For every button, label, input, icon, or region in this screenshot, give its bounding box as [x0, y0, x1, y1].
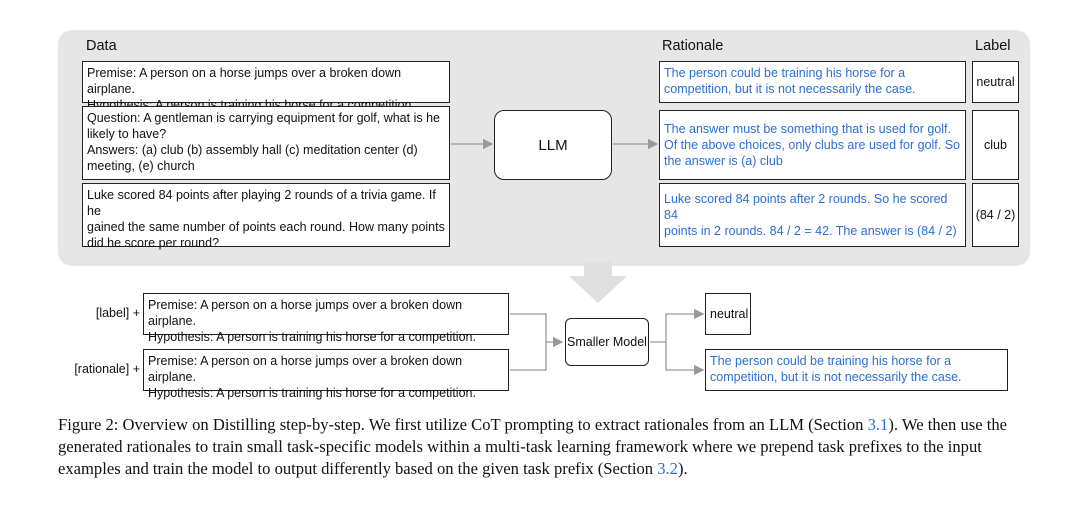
- output-label-text: neutral: [710, 307, 749, 321]
- arrow-label-input-to-model: [510, 313, 564, 348]
- rationale-box-nli: The person could be training his horse f…: [659, 61, 966, 103]
- smaller-model-box: Smaller Model: [565, 318, 649, 366]
- rationale-text-math: Luke scored 84 points after 2 rounds. So…: [664, 192, 957, 238]
- label-box-cqa: club: [972, 110, 1019, 180]
- down-arrow-icon: [569, 262, 627, 303]
- rationale-prefix: [rationale] +: [74, 362, 140, 376]
- label-box-nli: neutral: [972, 61, 1019, 103]
- caption-part3: ).: [677, 459, 688, 478]
- label-box-math: (84 / 2): [972, 183, 1019, 247]
- rationale-text-cqa: The answer must be something that is use…: [664, 122, 961, 168]
- data-box-nli: Premise: A person on a horse jumps over …: [82, 61, 450, 112]
- data-box-cqa: Question: A gentleman is carrying equipm…: [82, 106, 450, 180]
- output-label-box: neutral: [705, 293, 751, 335]
- data-header: Data: [86, 38, 117, 54]
- output-rationale-box: The person could be training his horse f…: [705, 349, 1008, 391]
- caption-ref-3-2[interactable]: 3.2: [657, 459, 678, 478]
- caption-ref-3-1[interactable]: 3.1: [867, 415, 889, 434]
- caption-part2: ). We then use the generated rationales …: [58, 415, 1007, 478]
- figure-caption: Figure 2: Overview on Distilling step-by…: [58, 414, 1030, 480]
- arrow-model-to-rationale: [665, 342, 705, 376]
- arrow-rationale-input-to-model: [510, 342, 547, 371]
- arrow-model-to-label: [650, 308, 705, 343]
- rationale-header: Rationale: [662, 38, 724, 54]
- train-input-label: Premise: A person on a horse jumps over …: [143, 293, 509, 344]
- label-header: Label: [975, 38, 1011, 54]
- llm-box: LLM: [494, 110, 612, 180]
- rationale-box-math: Luke scored 84 points after 2 rounds. So…: [659, 183, 966, 247]
- train-input-rationale: Premise: A person on a horse jumps over …: [143, 349, 509, 400]
- rationale-box-cqa: The answer must be something that is use…: [659, 110, 966, 180]
- caption-part1: Figure 2: Overview on Distilling step-by…: [58, 415, 868, 434]
- data-box-math: Luke scored 84 points after playing 2 ro…: [82, 183, 450, 250]
- label-prefix: [label] +: [95, 306, 140, 320]
